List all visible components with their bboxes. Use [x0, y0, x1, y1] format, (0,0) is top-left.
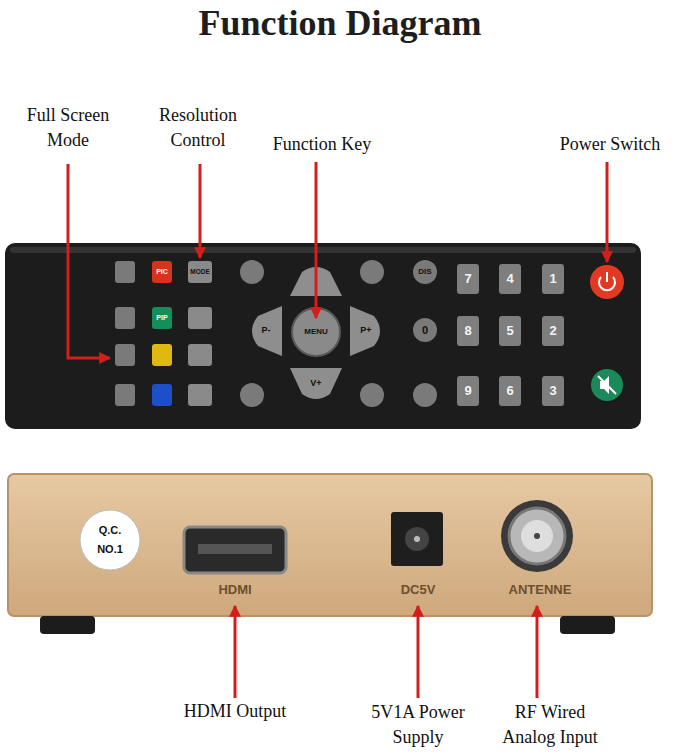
antenna-connector [501, 500, 573, 572]
remote-button [115, 307, 135, 329]
hdmi-port [184, 527, 286, 573]
round-button [360, 260, 384, 284]
power-icon [606, 272, 608, 282]
diagram-title: Function Diagram [40, 4, 640, 44]
button-label: 1 [533, 272, 573, 286]
button-label: P+ [346, 326, 386, 336]
button-label: 7 [448, 272, 488, 286]
leader-arrow [536, 606, 539, 698]
callout-label: RF Wired Analog Input [495, 700, 605, 750]
device-foot [560, 616, 615, 634]
round-button [240, 383, 264, 407]
button-label: 0 [405, 324, 445, 336]
dc-jack-hole [405, 527, 429, 551]
button-label: 5 [490, 324, 530, 338]
callout-label: Power Switch [545, 132, 675, 157]
button-label: PIP [142, 314, 182, 322]
antenna-connector [521, 520, 553, 552]
mute-button [591, 369, 623, 401]
button-column [115, 261, 135, 406]
leader-arrows [68, 162, 607, 698]
device-foot [40, 616, 95, 634]
callout-label: Full Screen Mode [8, 103, 128, 153]
button-label: DIS [405, 268, 445, 277]
leader-arrow [315, 162, 318, 318]
round-button [360, 383, 384, 407]
device-housing [8, 474, 652, 616]
remote-button [188, 344, 212, 366]
antenna-pin [534, 533, 540, 539]
leader-arrow [606, 162, 609, 262]
digit-buttons [457, 264, 564, 406]
leader-arrow [199, 164, 202, 258]
qc-sticker [80, 510, 140, 570]
callout-label: Function Key [252, 132, 392, 157]
remote-body [5, 243, 641, 429]
pad-down [290, 368, 342, 399]
round-button [240, 260, 264, 284]
sticker-text: Q.C. [85, 524, 135, 536]
button-label: PIC [142, 268, 182, 276]
blue-button [152, 384, 172, 406]
yellow-button [152, 344, 172, 366]
port-marking: HDMI [180, 583, 290, 597]
button-label: V+ [296, 379, 336, 389]
remote-button [115, 344, 135, 366]
port-marking: DC5V [363, 583, 473, 597]
button-label: 3 [533, 384, 573, 398]
callout-label: HDMI Output [165, 699, 305, 724]
power-button [590, 265, 624, 299]
remote-button [188, 307, 212, 329]
callout-label: Resolution Control [138, 103, 258, 153]
button-label: 4 [490, 272, 530, 286]
remote-button [188, 384, 212, 406]
hdmi-port-pins [198, 544, 272, 554]
button-label: 9 [448, 384, 488, 398]
button-label: MODE [180, 268, 220, 275]
port-marking: ANTENNE [485, 583, 595, 597]
button-label: P- [246, 326, 286, 336]
dc-jack-pin [414, 536, 420, 542]
leader-arrow [68, 164, 110, 358]
antenna-connector [509, 508, 565, 564]
mute-icon [598, 376, 616, 394]
dc-jack [391, 512, 443, 566]
leader-arrow [417, 606, 420, 698]
button-label: 6 [490, 384, 530, 398]
button-label: 2 [533, 324, 573, 338]
button-label: 8 [448, 324, 488, 338]
remote-button [115, 384, 135, 406]
button-label: MENU [296, 328, 336, 337]
sticker-text: NO.1 [85, 543, 135, 555]
remote-button [115, 261, 135, 283]
leader-arrow [234, 606, 237, 698]
remote-edge [10, 247, 636, 253]
button-column [188, 261, 212, 406]
callout-label: 5V1A Power Supply [363, 700, 473, 750]
round-button [413, 383, 437, 407]
